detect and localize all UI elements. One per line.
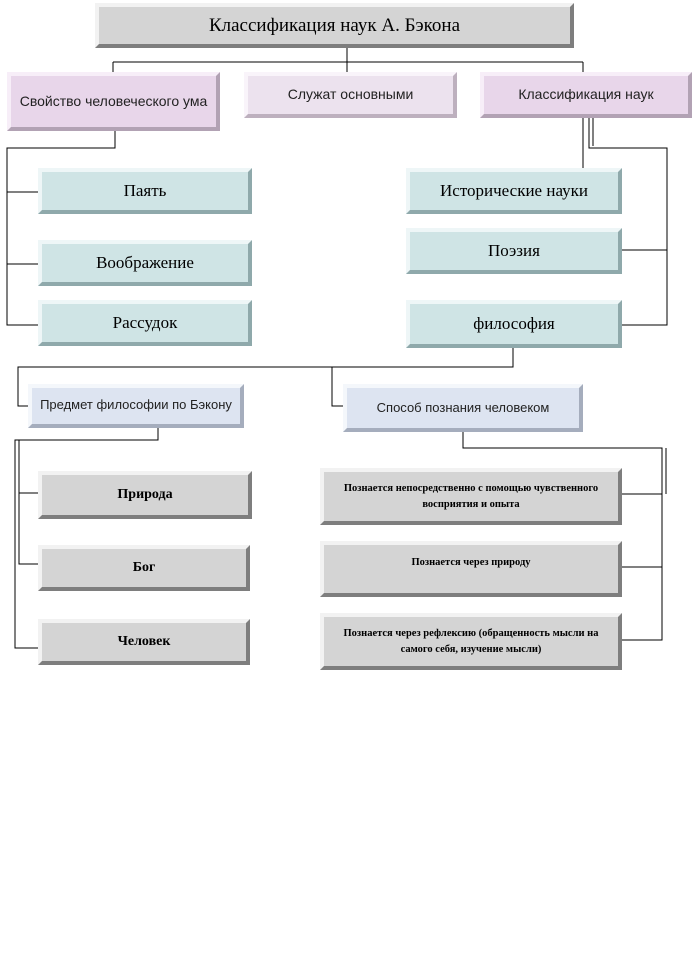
header-mind-text: Свойство человеческого ума	[19, 92, 208, 109]
branch-subject: Предмет философии по Бэкону	[28, 384, 244, 428]
science-item-label: Исторические науки	[440, 181, 588, 201]
mind-item-label: Рассудок	[112, 313, 178, 333]
branch-subject-text: Предмет философии по Бэкону	[40, 397, 232, 412]
science-item-philosophy: философия	[406, 300, 622, 348]
header-mind: Свойство человеческого ума	[7, 72, 220, 131]
branch-method: Способ познания человеком	[343, 384, 583, 432]
science-item-poetry: Поэзия	[406, 228, 622, 274]
method-item-label: Познается через природу	[411, 557, 531, 568]
method-item-label: Познается непосредственно с помощью чувс…	[343, 483, 599, 510]
subject-item-label: Бог	[132, 560, 156, 576]
subject-item-nature: Природа	[38, 471, 252, 519]
header-classification: Классификация наук	[480, 72, 692, 118]
method-item-senses: Познается непосредственно с помощью чувс…	[320, 468, 622, 525]
method-item-reflection: Познается через рефлексию (обращенность …	[320, 613, 622, 670]
subject-item-label: Человек	[117, 634, 171, 650]
connector-philosophy-split	[17, 348, 514, 407]
method-item-nature: Познается через природу	[320, 541, 622, 597]
page-title-text: Классификация наук А. Бэкона	[208, 14, 461, 36]
subject-item-human: Человек	[38, 619, 250, 665]
subject-item-label: Природа	[117, 487, 173, 503]
connector-mind-items	[6, 131, 116, 326]
connector-subjects	[14, 428, 159, 649]
science-item-history: Исторические науки	[406, 168, 622, 214]
mind-item-label: Воображение	[96, 253, 194, 273]
connector-methods	[462, 432, 667, 641]
mind-item-label: Паять	[123, 181, 167, 201]
page-title: Классификация наук А. Бэкона	[95, 3, 574, 48]
connector-classification-sciences	[582, 118, 668, 326]
branch-method-text: Способ познания человеком	[376, 399, 550, 415]
header-classification-text: Классификация наук	[518, 86, 654, 103]
method-item-label: Познается через рефлексию (обращенность …	[343, 628, 599, 655]
science-item-label: Поэзия	[488, 241, 540, 261]
mind-item-reason: Рассудок	[38, 300, 252, 346]
science-item-label: философия	[473, 314, 555, 334]
header-serve: Служат основными	[244, 72, 457, 118]
header-serve-text: Служат основными	[287, 86, 414, 103]
subject-item-god: Бог	[38, 545, 250, 591]
mind-item-imagination: Воображение	[38, 240, 252, 286]
mind-item-memory: Паять	[38, 168, 252, 214]
connector-title-fanout	[112, 46, 584, 74]
